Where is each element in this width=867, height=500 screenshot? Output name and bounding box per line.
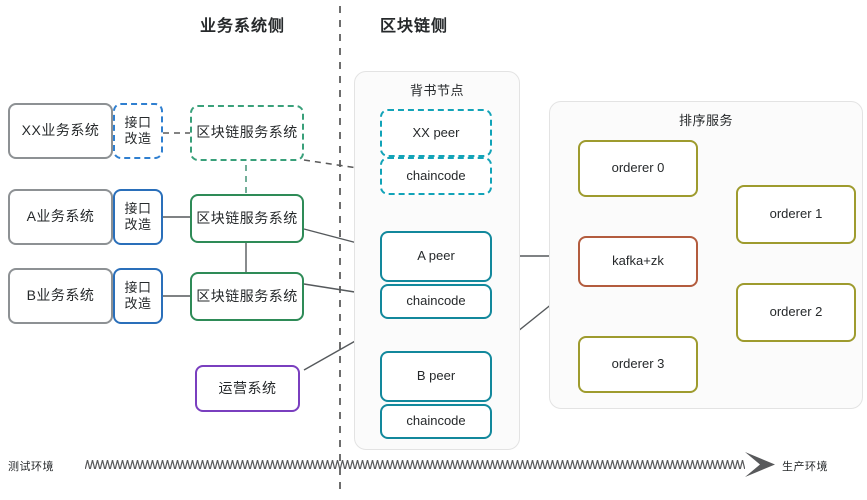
blockchain-service-system-b[interactable]: 区块链服务系统	[190, 272, 304, 321]
peer-b-chaincode[interactable]: chaincode	[380, 404, 492, 439]
section-title-blockchain-side: 区块链侧	[380, 18, 449, 35]
peer-a[interactable]: A peer	[380, 231, 492, 282]
kafka-zk-node[interactable]: kafka+zk	[578, 236, 698, 287]
orderer-3[interactable]: orderer 3	[578, 336, 698, 393]
environment-arrow	[85, 452, 775, 477]
adapter-xx-line2: 改造	[124, 131, 152, 146]
adapter-xx[interactable]: 接口 改造	[113, 103, 163, 159]
adapter-xx-line1: 接口	[124, 114, 152, 130]
peer-a-chaincode[interactable]: chaincode	[380, 284, 492, 319]
section-title-business-side: 业务系统侧	[200, 18, 286, 35]
peer-xx[interactable]: XX peer	[380, 109, 492, 157]
business-system-b[interactable]: B业务系统	[8, 268, 113, 324]
business-system-xx[interactable]: XX业务系统	[8, 103, 113, 159]
orderer-2[interactable]: orderer 2	[736, 283, 856, 342]
peer-b[interactable]: B peer	[380, 351, 492, 402]
blockchain-service-system-xx[interactable]: 区块链服务系统	[190, 105, 304, 161]
adapter-b[interactable]: 接口 改造	[113, 268, 163, 324]
adapter-a[interactable]: 接口 改造	[113, 189, 163, 245]
peer-xx-chaincode[interactable]: chaincode	[380, 157, 492, 195]
adapter-a-line2: 改造	[124, 217, 152, 232]
panel-ordering-service-title: 排序服务	[678, 113, 733, 128]
orderer-1[interactable]: orderer 1	[736, 185, 856, 244]
operation-system[interactable]: 运营系统	[195, 365, 300, 412]
env-label-production: 生产环境	[782, 461, 828, 473]
business-system-a[interactable]: A业务系统	[8, 189, 113, 245]
env-label-test: 测试环境	[8, 461, 54, 473]
panel-endorsing-nodes-title: 背书节点	[409, 83, 464, 98]
orderer-0[interactable]: orderer 0	[578, 140, 698, 197]
adapter-a-line1: 接口	[124, 200, 152, 216]
adapter-b-line1: 接口	[124, 279, 152, 295]
blockchain-service-system-a[interactable]: 区块链服务系统	[190, 194, 304, 243]
adapter-b-line2: 改造	[124, 296, 152, 311]
